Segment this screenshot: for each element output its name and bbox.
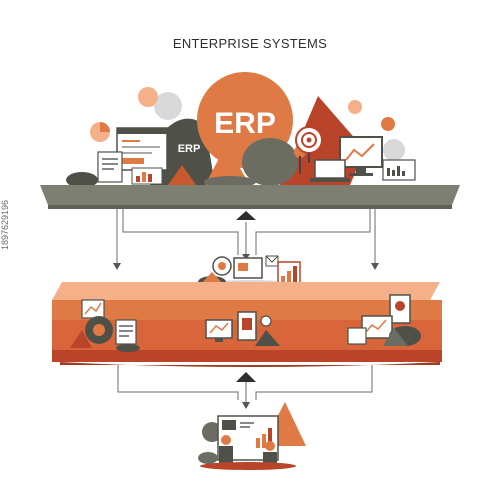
peach-dot xyxy=(348,100,362,114)
platform-left-group xyxy=(70,299,140,352)
browser-window-icon xyxy=(116,127,168,171)
tree-trunk xyxy=(299,156,301,174)
right-inner-connector xyxy=(255,209,371,255)
bg-bubble xyxy=(154,92,182,120)
bottom-left-connector xyxy=(117,365,239,400)
mail-icon xyxy=(265,255,279,267)
center-monitor-icon xyxy=(205,319,233,339)
erp-cluster: ERP ERP xyxy=(66,72,416,188)
arrow-up-bottom xyxy=(236,372,256,382)
erp-secondary-label: ERP xyxy=(178,143,201,155)
monitor-icon xyxy=(339,136,383,176)
orange-dot xyxy=(381,117,395,131)
gray-boulder xyxy=(242,138,298,186)
document-icon xyxy=(97,151,123,183)
growth-bars-icon xyxy=(277,261,301,285)
search-icon xyxy=(260,315,272,327)
bottom-cluster xyxy=(198,402,306,470)
peach-bubble xyxy=(138,87,158,107)
erp-platform-edge xyxy=(48,205,452,209)
top-connectors xyxy=(116,209,376,265)
bar-chart-icon xyxy=(131,167,163,185)
target-gauge-icon xyxy=(295,126,323,163)
arrow-down-left xyxy=(113,263,121,270)
dark-mound xyxy=(66,172,98,188)
platform-right-group xyxy=(347,294,421,346)
dashboard-panel-icon xyxy=(382,159,416,181)
orange-peak xyxy=(205,145,250,185)
bg-bubble xyxy=(383,139,405,161)
orange-peak xyxy=(168,165,196,185)
diagram-title: ENTERPRISE SYSTEMS xyxy=(172,36,328,51)
left-inner-connector xyxy=(122,209,239,255)
small-card-icon xyxy=(347,327,367,345)
stock-watermark-id: 1897629196 xyxy=(0,199,10,250)
arrow-up-center xyxy=(236,211,256,220)
arrow-down-right xyxy=(371,263,379,270)
person-left-icon xyxy=(219,435,233,464)
platform-center-group xyxy=(205,311,280,346)
erp-platform xyxy=(40,185,460,205)
arrow-down-center xyxy=(242,254,250,260)
bottom-connectors xyxy=(117,365,373,405)
pie-chart-icon xyxy=(90,122,110,142)
laptop-icon xyxy=(310,159,350,182)
erp-hub-label: ERP xyxy=(214,107,276,140)
bottom-right-connector xyxy=(255,365,373,400)
arrow-down-bottom xyxy=(242,402,250,409)
